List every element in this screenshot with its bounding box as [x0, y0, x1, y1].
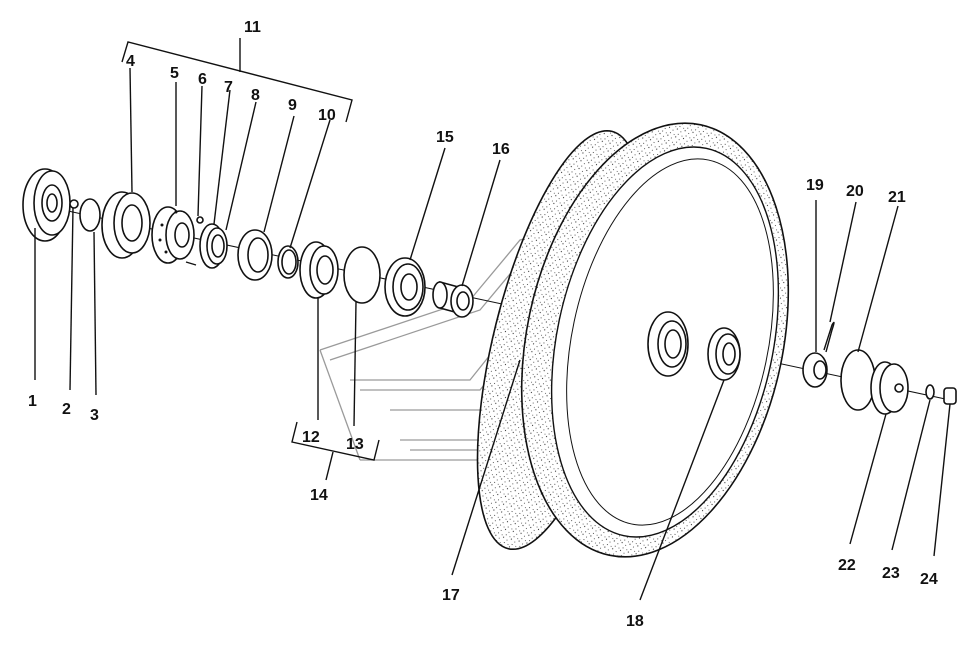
label-4: 4 [126, 53, 135, 70]
part-10-ring [277, 245, 299, 279]
part-13-o-ring [343, 246, 381, 304]
label-19: 19 [806, 177, 824, 194]
bracket-14 [291, 421, 380, 481]
part-8-ring [199, 223, 228, 269]
part-18-bearing [707, 327, 741, 381]
label-10: 10 [318, 107, 336, 124]
label-6: 6 [198, 71, 207, 88]
part-23-washer [925, 384, 935, 400]
part-12-seal [299, 241, 339, 299]
label-11: 11 [244, 19, 261, 36]
part-1-hub-cap [22, 168, 71, 242]
label-15: 15 [436, 129, 454, 146]
part-17-wheel [476, 122, 790, 558]
part-4-seal-cup [101, 191, 151, 259]
part-5-flange [151, 206, 195, 264]
label-9: 9 [288, 97, 297, 114]
label-3: 3 [90, 407, 99, 424]
label-24: 24 [920, 571, 938, 588]
label-17: 17 [442, 587, 460, 604]
label-8: 8 [251, 87, 260, 104]
leader-lines [34, 67, 951, 601]
label-12: 12 [302, 429, 320, 446]
part-20-cotter-pin [823, 321, 835, 353]
part-9-washer [237, 229, 273, 281]
label-1: 1 [28, 393, 37, 410]
label-23: 23 [882, 565, 900, 582]
label-7: 7 [224, 79, 233, 96]
part-labels: 1 2 3 4 5 6 7 8 9 10 11 12 13 14 15 16 1… [28, 19, 938, 630]
label-21: 21 [888, 189, 906, 206]
part-15-bearing [384, 257, 426, 317]
label-18: 18 [626, 613, 644, 630]
bracket-11 [121, 38, 353, 123]
label-5: 5 [170, 65, 179, 82]
label-2: 2 [62, 401, 71, 418]
part-19-castle-nut [802, 352, 828, 388]
part-21-o-ring [840, 349, 876, 411]
part-22-hub-cap [870, 361, 909, 415]
part-6-pin [185, 216, 204, 266]
label-13: 13 [346, 436, 364, 453]
label-22: 22 [838, 557, 856, 574]
label-20: 20 [846, 183, 864, 200]
part-3-ring [79, 198, 101, 232]
part-24-plug [943, 387, 957, 405]
part-16-sleeve [432, 280, 474, 318]
part-2-nut [69, 199, 79, 209]
label-14: 14 [310, 487, 328, 504]
label-16: 16 [492, 141, 510, 158]
